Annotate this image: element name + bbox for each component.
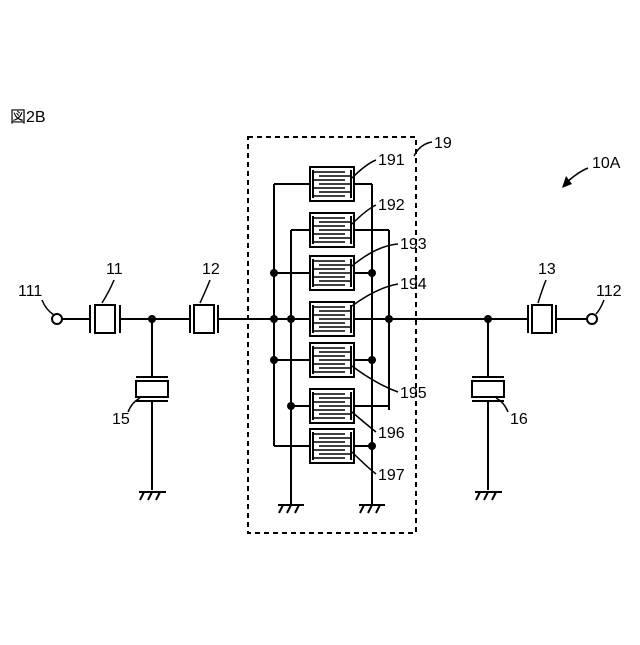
resonator-16-label: 16 — [510, 411, 528, 428]
terminal-out-label: 112 — [596, 283, 622, 300]
idt-191-leader — [352, 160, 376, 178]
idt-194-leader — [352, 284, 398, 306]
idt-element-194 — [310, 302, 354, 336]
idt-192-label: 192 — [378, 197, 405, 214]
idt-193-label: 193 — [400, 236, 427, 253]
terminal-in-leader — [42, 300, 54, 315]
idt-element-192 — [310, 213, 354, 247]
ground-15-icon — [139, 492, 166, 500]
block-label: 19 — [434, 135, 452, 152]
ground-right-icon — [359, 505, 385, 513]
idt-195-leader — [352, 366, 398, 392]
ground-16-icon — [475, 492, 502, 500]
figure-label: 図2B — [10, 109, 46, 126]
idt-element-196 — [310, 389, 354, 423]
idt-195-label: 195 — [400, 385, 427, 402]
terminal-out-leader — [596, 300, 604, 314]
module-label: 10A — [592, 155, 621, 172]
resonator-12-leader — [200, 280, 210, 303]
series-resonator-12 — [190, 305, 218, 333]
resonator-12-label: 12 — [202, 261, 220, 278]
shunt-resonator-15 — [136, 377, 168, 401]
idt-element-195 — [310, 343, 354, 377]
idt-194-label: 194 — [400, 276, 427, 293]
series-resonator-11 — [90, 305, 120, 333]
resonator-11-leader — [102, 280, 114, 303]
idt-191-label: 191 — [378, 152, 405, 169]
idt-element-197 — [310, 429, 354, 463]
resonator-15-label: 15 — [112, 411, 130, 428]
idt-196-label: 196 — [378, 425, 405, 442]
terminal-out — [587, 314, 597, 324]
series-resonator-13 — [528, 305, 556, 333]
resonator-11-label: 11 — [106, 261, 123, 278]
shunt-resonator-16 — [472, 377, 504, 401]
idt-element-193 — [310, 256, 354, 290]
idt-layer — [310, 167, 354, 463]
terminal-in-label: 111 — [18, 283, 42, 300]
ground-left-icon — [278, 505, 304, 513]
module-arrowhead — [562, 176, 572, 188]
resonator-13-label: 13 — [538, 261, 556, 278]
idt-193-leader — [352, 244, 398, 266]
resonator-13-leader — [538, 280, 546, 303]
idt-197-label: 197 — [378, 467, 405, 484]
idt-element-191 — [310, 167, 354, 201]
